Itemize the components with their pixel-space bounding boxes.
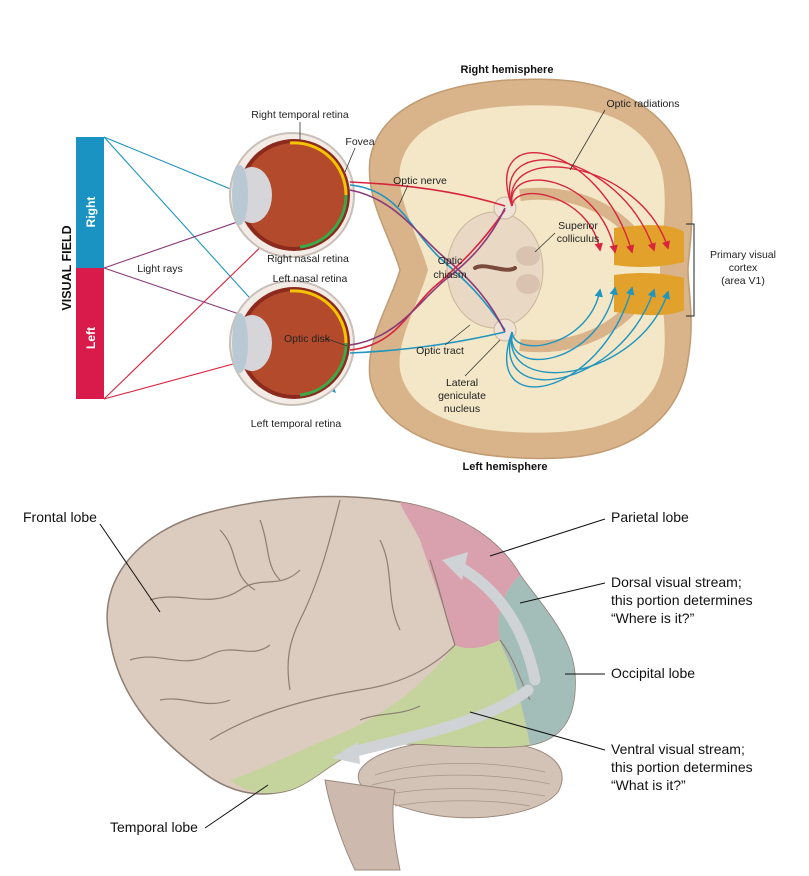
bottom-diagram: Frontal lobe Parietal lobe Dorsal visual…: [23, 495, 753, 871]
optic-disk-label: Optic disk: [284, 333, 331, 345]
axial-brain-section: [368, 78, 693, 460]
v1-label-line2: cortex: [729, 262, 758, 274]
right-temporal-retina-label: Right temporal retina: [251, 109, 349, 121]
optic-nerves: [349, 181, 506, 354]
optic-radiations-right: [505, 152, 670, 254]
visual-field-left-label: Left: [84, 327, 98, 349]
parietal-lobe-label: Parietal lobe: [611, 509, 689, 525]
v1-label-line1: Primary visual: [710, 249, 776, 261]
temporal-lobe-region: [230, 640, 530, 794]
ventral-stream-label-line3: “What is it?”: [611, 777, 686, 793]
dorsal-stream-arrowhead: [442, 552, 468, 580]
optic-chiasm-label-line1: Optic: [438, 255, 463, 267]
top-diagram: Right Left VISUAL FIELD: [60, 64, 776, 473]
optic-nerve-label: Optic nerve: [393, 175, 447, 187]
optic-radiations-label: Optic radiations: [607, 98, 680, 110]
optic-chiasm-label-line2: chiasm: [433, 269, 467, 281]
right-eye: [229, 132, 355, 258]
visual-field-left-segment: [76, 268, 104, 399]
v1-bracket: [686, 223, 695, 317]
brainstem: [324, 779, 401, 871]
ventral-stream-arrowhead: [332, 742, 360, 764]
visual-field-title: VISUAL FIELD: [60, 225, 74, 310]
right-hemisphere-label: Right hemisphere: [461, 64, 554, 76]
right-nasal-retina-label: Right nasal retina: [267, 253, 349, 265]
left-eye: [229, 280, 355, 406]
brain-sulci: [129, 499, 531, 741]
occipital-lobe-label: Occipital lobe: [611, 665, 695, 681]
bottom-labels: Frontal lobe Parietal lobe Dorsal visual…: [23, 509, 753, 835]
optic-radiations-left: [505, 286, 670, 388]
bottom-leader-lines: [99, 518, 606, 829]
superior-colliculus-label-line1: Superior: [558, 220, 598, 232]
light-rays-label: Light rays: [137, 263, 183, 275]
ventral-stream-arrow: [346, 684, 534, 758]
fovea-label: Fovea: [345, 136, 374, 148]
frontal-lobe-label: Frontal lobe: [23, 509, 97, 525]
visual-field-right-label: Right: [84, 197, 98, 228]
left-hemisphere-label: Left hemisphere: [463, 461, 548, 473]
dorsal-stream-label-line3: “Where is it?”: [611, 610, 695, 626]
v1-label-line3: (area V1): [721, 275, 765, 287]
temporal-lobe-label: Temporal lobe: [110, 819, 198, 835]
ventral-stream-label-line2: this portion determines: [611, 759, 753, 775]
lgn-label-line3: nucleus: [444, 403, 480, 415]
visual-field-bar: Right Left VISUAL FIELD: [60, 137, 104, 399]
top-leader-lines: [299, 109, 606, 377]
cerebellum-folia: [371, 762, 551, 807]
lgn-label-line2: geniculate: [438, 390, 486, 402]
ventral-stream-label-line1: Ventral visual stream;: [611, 741, 745, 757]
visual-field-right-segment: [76, 137, 104, 268]
lgn-label-line1: Lateral: [446, 377, 478, 389]
dorsal-stream-arrow: [452, 560, 541, 686]
left-temporal-retina-label: Left temporal retina: [251, 418, 342, 430]
dorsal-stream-label-line2: this portion determines: [611, 592, 753, 608]
dorsal-stream-label-line1: Dorsal visual stream;: [611, 574, 742, 590]
left-nasal-retina-label: Left nasal retina: [273, 273, 348, 285]
superior-colliculus-label-line2: colliculus: [557, 233, 600, 245]
optic-tract-label: Optic tract: [416, 345, 464, 357]
top-labels: Right hemisphere Left hemisphere Right t…: [137, 64, 776, 473]
